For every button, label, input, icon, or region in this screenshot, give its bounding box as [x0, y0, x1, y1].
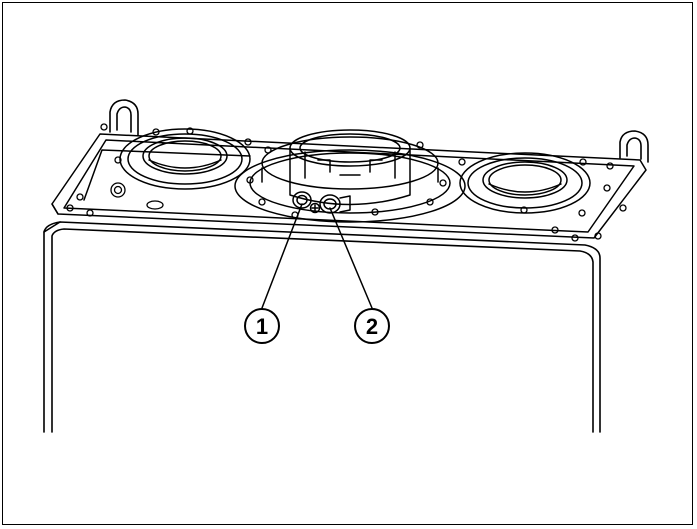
- callout-1-label: 1: [256, 314, 268, 339]
- test-points: [292, 191, 351, 214]
- flue-port-left: [119, 128, 251, 190]
- flue-collar-center: [234, 129, 466, 223]
- top-plate: [51, 133, 647, 239]
- fixing-screws: [66, 123, 627, 242]
- boiler-casing: [43, 221, 601, 433]
- lifting-hook-right: [619, 130, 649, 163]
- callout-2-label: 2: [366, 314, 378, 339]
- callout-2: 2: [354, 308, 390, 344]
- flue-port-right: [459, 152, 591, 214]
- callout-leaders: [261, 203, 373, 309]
- lifting-hook-left: [109, 99, 139, 136]
- callout-1: 1: [244, 308, 280, 344]
